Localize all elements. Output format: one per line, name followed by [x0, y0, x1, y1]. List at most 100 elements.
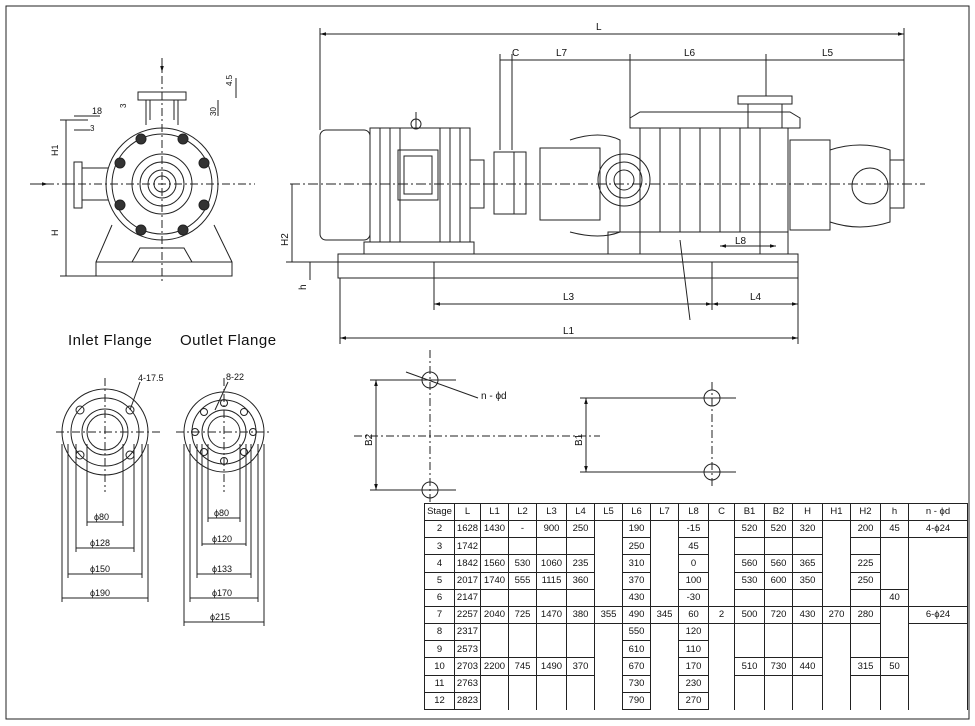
table-cell: 745	[508, 657, 537, 676]
table-cell: 790	[622, 691, 651, 711]
outlet-dim-170: ϕ170	[212, 588, 232, 598]
header-cell: n - ϕd	[908, 502, 968, 522]
table-cell	[880, 640, 909, 658]
hole-spec-label: n - ϕd	[481, 391, 507, 402]
table-cell	[650, 572, 679, 590]
table-cell	[734, 640, 765, 658]
table-cell	[480, 675, 509, 693]
table-cell	[908, 537, 968, 555]
table-cell: -	[508, 520, 537, 539]
table-cell: 225	[850, 554, 881, 573]
header-cell: L3	[536, 502, 567, 522]
dim-l5-label: L5	[822, 48, 834, 59]
dim-30-label: 30	[209, 107, 218, 116]
table-cell	[734, 537, 765, 555]
table-cell	[508, 623, 537, 641]
table-cell	[708, 537, 735, 555]
table-cell: 50	[880, 657, 909, 676]
table-cell: 600	[764, 571, 793, 590]
table-cell: 280	[850, 605, 881, 625]
table-cell: 1490	[536, 657, 567, 676]
table-cell: 170	[678, 657, 709, 676]
table-cell	[908, 572, 968, 590]
table-cell	[908, 640, 968, 658]
table-cell: 0	[678, 554, 709, 573]
table-cell	[508, 640, 537, 658]
table-cell: -30	[678, 588, 709, 607]
table-cell	[708, 572, 735, 590]
table-cell: 270	[678, 691, 709, 711]
table-cell: 235	[566, 554, 595, 573]
table-cell	[650, 640, 679, 658]
table-cell	[880, 675, 909, 693]
outlet-dim-133: ϕ133	[212, 564, 232, 574]
table-cell: 1115	[536, 571, 567, 590]
foundation-layout	[354, 350, 736, 504]
table-cell: 60	[678, 605, 709, 625]
table-cell: 3	[424, 537, 455, 556]
table-cell	[850, 589, 881, 607]
inlet-dim-190: ϕ190	[90, 588, 110, 598]
table-cell	[822, 554, 851, 573]
dim-4-5-label: 4.5	[225, 74, 234, 86]
table-cell	[792, 589, 823, 607]
table-cell: 12	[424, 691, 455, 711]
table-cell	[850, 537, 881, 555]
outlet-dim-80: ϕ80	[214, 508, 229, 518]
table-cell	[650, 623, 679, 641]
table-cell: 1470	[536, 605, 567, 625]
table-cell	[764, 640, 793, 658]
table-cell: 440	[792, 657, 823, 676]
header-cell: L1	[480, 502, 509, 522]
table-cell: 355	[594, 605, 623, 625]
table-cell	[594, 572, 623, 590]
table-cell: 6	[424, 588, 455, 607]
table-cell: 2	[708, 605, 735, 625]
table-cell	[908, 692, 968, 710]
table-cell: 120	[678, 623, 709, 642]
table-cell	[594, 537, 623, 555]
dim-b1-label: B1	[574, 433, 585, 446]
table-cell: 430	[622, 588, 651, 607]
table-header-row: Stage L L1 L2 L3 L4 L5 L6 L7 L8 C B1 B2 …	[424, 502, 968, 522]
table-cell	[880, 537, 909, 555]
table-cell: 1060	[536, 554, 567, 573]
table-cell	[566, 623, 595, 641]
table-cell	[822, 520, 851, 538]
header-cell: B1	[734, 502, 765, 522]
table-cell: 230	[678, 674, 709, 693]
table-cell	[708, 589, 735, 607]
table-cell	[734, 623, 765, 641]
dim-l6-label: L6	[684, 48, 696, 59]
table-cell: 1740	[480, 571, 509, 590]
dim-h-label: H	[50, 230, 60, 237]
table-cell: 45	[678, 537, 709, 556]
table-cell: 250	[850, 571, 881, 590]
table-cell	[708, 623, 735, 641]
header-cell: L4	[566, 502, 595, 522]
table-cell	[822, 572, 851, 590]
table-cell	[822, 692, 851, 710]
table-cell	[822, 589, 851, 607]
table-cell: 2823	[454, 691, 481, 711]
table-cell: 380	[566, 605, 595, 625]
table-cell: 6-ϕ24	[908, 605, 968, 625]
table-cell	[850, 640, 881, 658]
table-cell	[908, 589, 968, 607]
table-cell	[536, 675, 567, 693]
table-cell: 10	[424, 657, 455, 676]
dim-l-label: L	[596, 22, 602, 33]
table-cell	[708, 554, 735, 573]
table-cell: 370	[622, 571, 651, 590]
dim-l1-label: L1	[563, 326, 575, 337]
outlet-dim-215: ϕ215	[210, 612, 230, 622]
header-cell: L7	[650, 502, 679, 522]
inlet-dim-80: ϕ80	[94, 512, 109, 522]
table-cell	[594, 675, 623, 693]
outlet-flange-title: Outlet Flange	[180, 332, 277, 349]
table-cell: 45	[880, 520, 909, 539]
table-cell: 270	[822, 605, 851, 625]
